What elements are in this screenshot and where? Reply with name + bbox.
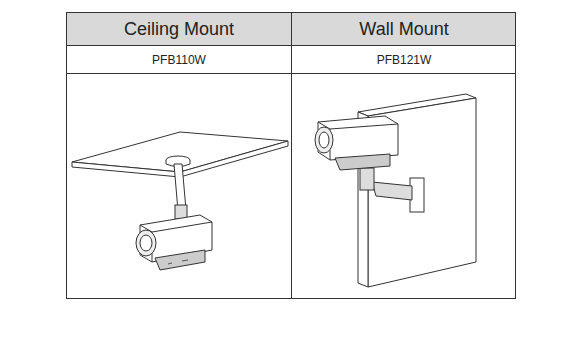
row-rule bbox=[66, 45, 516, 46]
ceiling-mount-drawing bbox=[72, 132, 288, 270]
table-cell: Wall Mount bbox=[292, 13, 516, 45]
table-cell: PFB121W bbox=[292, 46, 516, 73]
table-border bbox=[67, 13, 516, 299]
model-number: PFB110W bbox=[152, 53, 206, 67]
row-rule bbox=[66, 73, 516, 74]
table-cell: PFB110W bbox=[67, 46, 291, 73]
column-heading: Ceiling Mount bbox=[124, 19, 234, 40]
column-rule bbox=[291, 12, 292, 299]
wall-mount-drawing bbox=[315, 94, 476, 287]
table-cell: Ceiling Mount bbox=[67, 13, 291, 45]
model-number: PFB121W bbox=[377, 53, 432, 67]
column-heading: Wall Mount bbox=[359, 19, 448, 40]
